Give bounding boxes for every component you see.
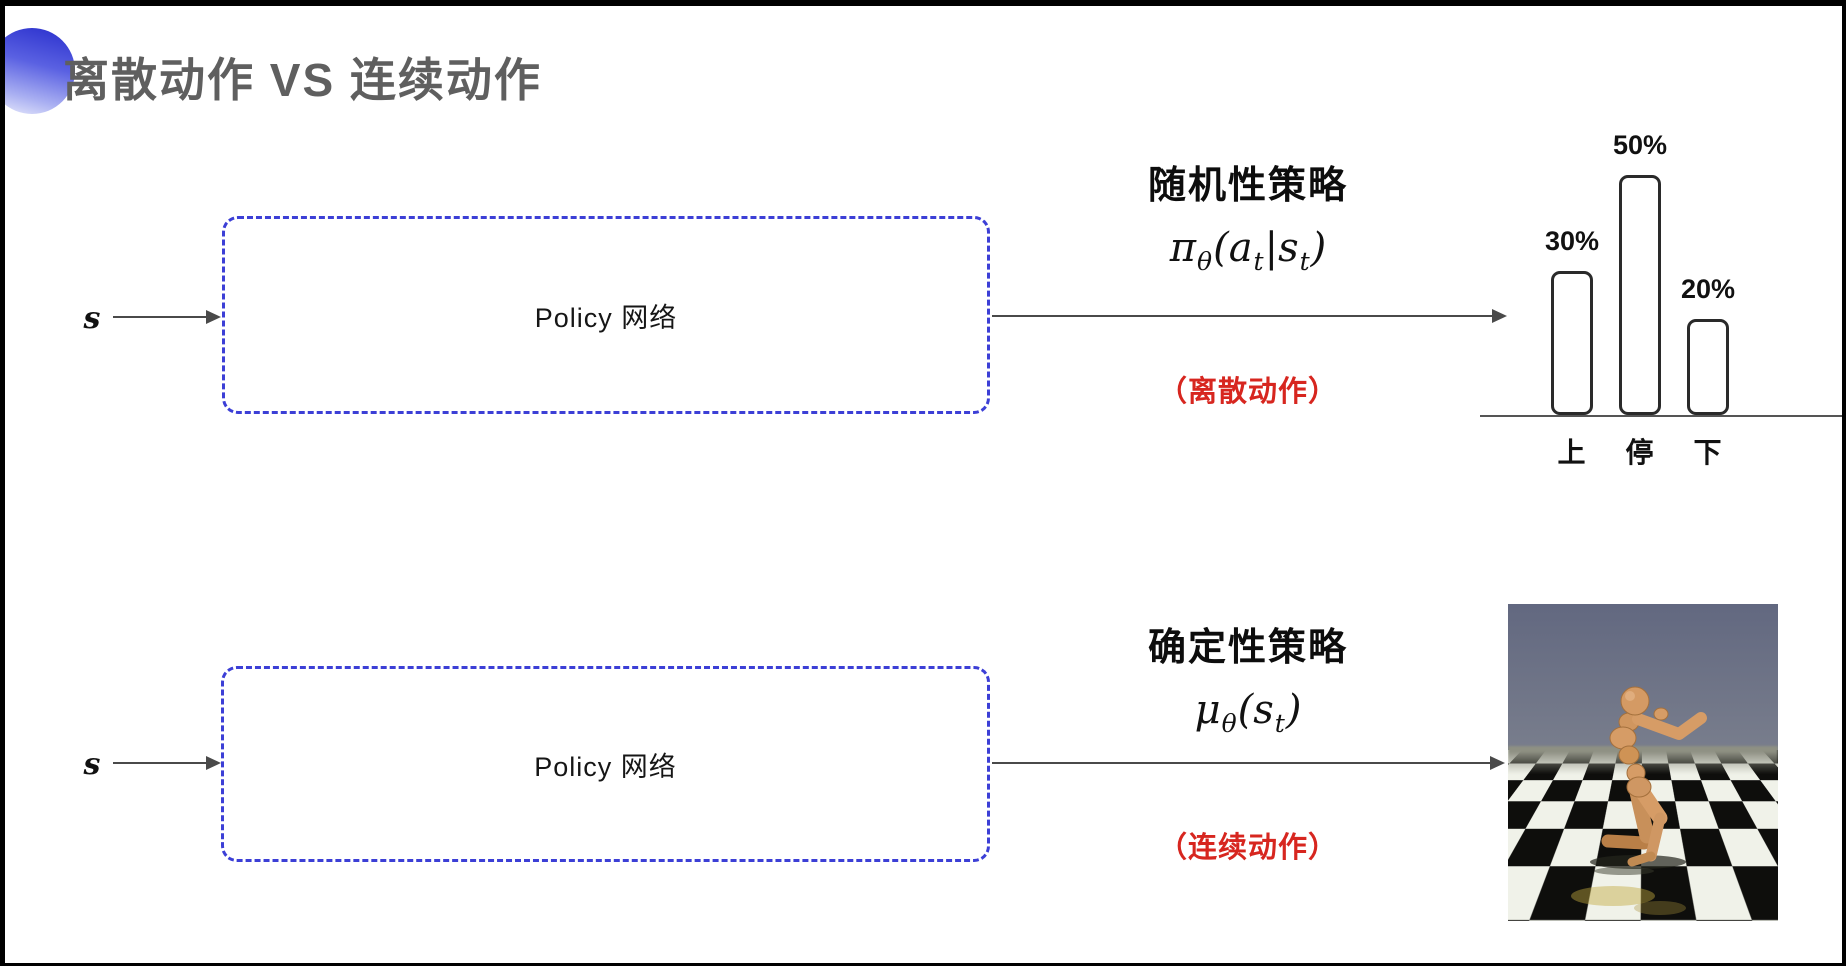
title-bullet-icon [5, 28, 75, 114]
action-type-note-continuous: （连续动作） [1157, 832, 1338, 864]
humanoid-simulation-image [1508, 604, 1778, 921]
input-arrow-icon [113, 756, 221, 770]
probability-bar [1619, 175, 1661, 415]
bar-category-label: 下 [1693, 437, 1723, 468]
probability-bar [1551, 271, 1593, 415]
input-arrow-icon [113, 310, 221, 324]
action-type-note-discrete: （离散动作） [1157, 376, 1338, 408]
policy-annotation-discrete: 随机性策略 πθ(at|st) [1088, 164, 1408, 288]
bar-value-label: 20% [1680, 274, 1736, 304]
policy-network-label: Policy 网络 [534, 302, 678, 333]
bar-value-label: 50% [1612, 130, 1668, 160]
state-input-label: s [83, 301, 101, 336]
policy-formula: μθ(st) [1194, 687, 1302, 738]
output-arrow-icon [992, 309, 1507, 323]
output-arrow-icon [992, 756, 1505, 770]
page-title: 离散动作 VS 连续动作 [63, 54, 542, 106]
policy-network-box-continuous: Policy 网络 [221, 666, 990, 862]
policy-type-label: 随机性策略 [1147, 165, 1348, 207]
policy-network-label: Policy 网络 [534, 751, 677, 782]
bar-category-label: 上 [1557, 437, 1587, 468]
probability-bar-chart: 30% 上 50% 停 20% 下 [1480, 106, 1842, 476]
bar-category-label: 停 [1625, 437, 1655, 468]
policy-annotation-continuous: 确定性策略 μθ(st) [1088, 626, 1408, 750]
chart-baseline [1480, 415, 1842, 417]
policy-network-box-discrete: Policy 网络 [222, 216, 990, 414]
bar-value-label: 30% [1544, 226, 1600, 256]
state-input-label: s [83, 747, 101, 782]
humanoid-robot-icon [1571, 686, 1707, 915]
probability-bar [1687, 319, 1729, 415]
policy-type-label: 确定性策略 [1147, 627, 1348, 669]
policy-formula: πθ(at|st) [1169, 225, 1327, 276]
